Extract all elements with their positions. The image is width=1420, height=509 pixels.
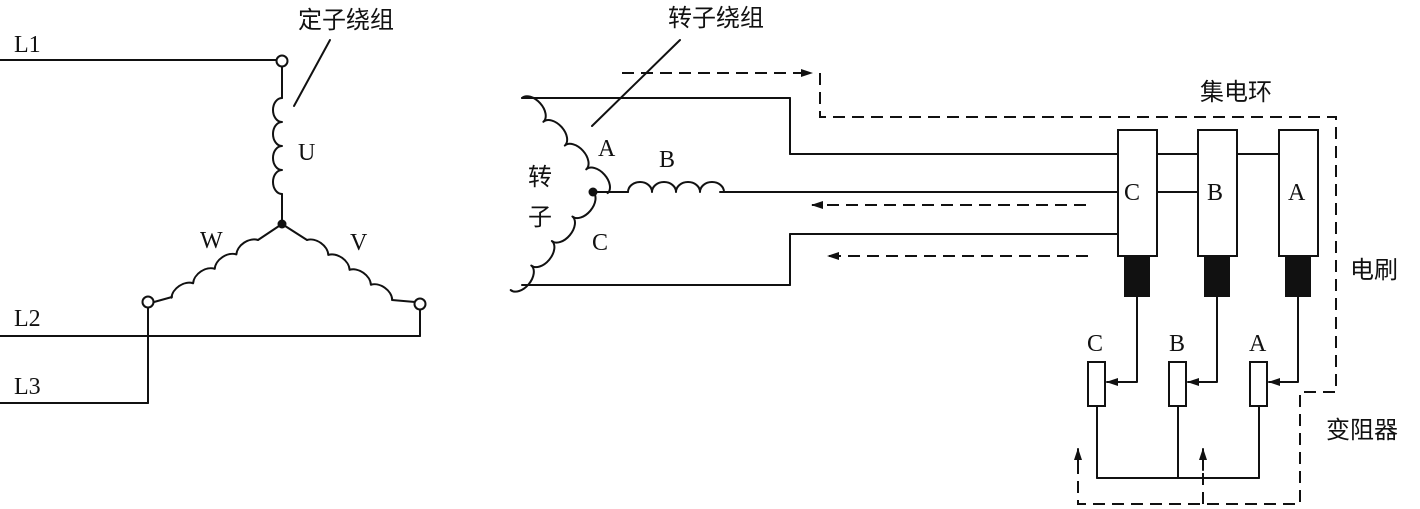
- ring-label-a: A: [1288, 180, 1306, 206]
- rheostat-label-a: A: [1249, 331, 1267, 357]
- rheostat: C B A 变阻器: [1087, 296, 1398, 479]
- rotor-label-a: A: [598, 136, 616, 162]
- slip-ring-b: [1197, 129, 1238, 257]
- rotor-coil-b: [627, 181, 725, 193]
- resistor-a: [1249, 361, 1268, 407]
- label-u: U: [298, 140, 315, 166]
- current-flow-path: [622, 69, 1337, 505]
- coil-w: [170, 238, 259, 299]
- stator-winding: 定子绕组 L1 L2 L3 U W V: [0, 6, 427, 404]
- rheostat-label-c: C: [1087, 331, 1103, 357]
- label-l3: L3: [14, 374, 41, 400]
- brush-c: [1124, 256, 1150, 297]
- rheostat-label-b: B: [1169, 331, 1185, 357]
- rotor-label-b: B: [659, 147, 675, 173]
- resistor-b: [1168, 361, 1187, 407]
- coil-v: [306, 238, 394, 301]
- terminal-w: [141, 295, 155, 309]
- slip-rings: C B A 集电环: [1117, 78, 1319, 257]
- coil-u: [272, 97, 283, 195]
- stator-title: 定子绕组: [298, 6, 394, 34]
- star-point: [277, 219, 287, 229]
- brush-a: [1285, 256, 1311, 297]
- rotor-name-1: 转: [528, 163, 552, 191]
- slip-ring-title: 集电环: [1200, 78, 1272, 106]
- label-w: W: [200, 228, 223, 254]
- rotor-coil-c: [509, 191, 597, 293]
- label-l2: L2: [14, 306, 41, 332]
- slip-ring-c: [1117, 129, 1158, 257]
- rotor-label-c: C: [592, 230, 608, 256]
- brush-title: 电刷: [1350, 256, 1398, 284]
- rotor-title: 转子绕组: [668, 4, 764, 32]
- terminal-v: [413, 297, 427, 311]
- rotor-name-2: 子: [528, 203, 552, 231]
- rheostat-title: 变阻器: [1326, 416, 1398, 444]
- resistor-c: [1087, 361, 1106, 407]
- rotor-star-point: [588, 187, 598, 197]
- ring-label-b: B: [1207, 180, 1223, 206]
- ring-label-c: C: [1124, 180, 1140, 206]
- slip-ring-a: [1278, 129, 1319, 257]
- label-v: V: [350, 230, 368, 256]
- rotor-coil-a: [521, 95, 611, 195]
- brush-b: [1204, 256, 1230, 297]
- label-l1: L1: [14, 32, 41, 58]
- brushes: 电刷: [1124, 256, 1398, 297]
- terminal-u: [275, 54, 289, 68]
- rotor-winding: 转子绕组 转 子 A B C: [509, 4, 1119, 293]
